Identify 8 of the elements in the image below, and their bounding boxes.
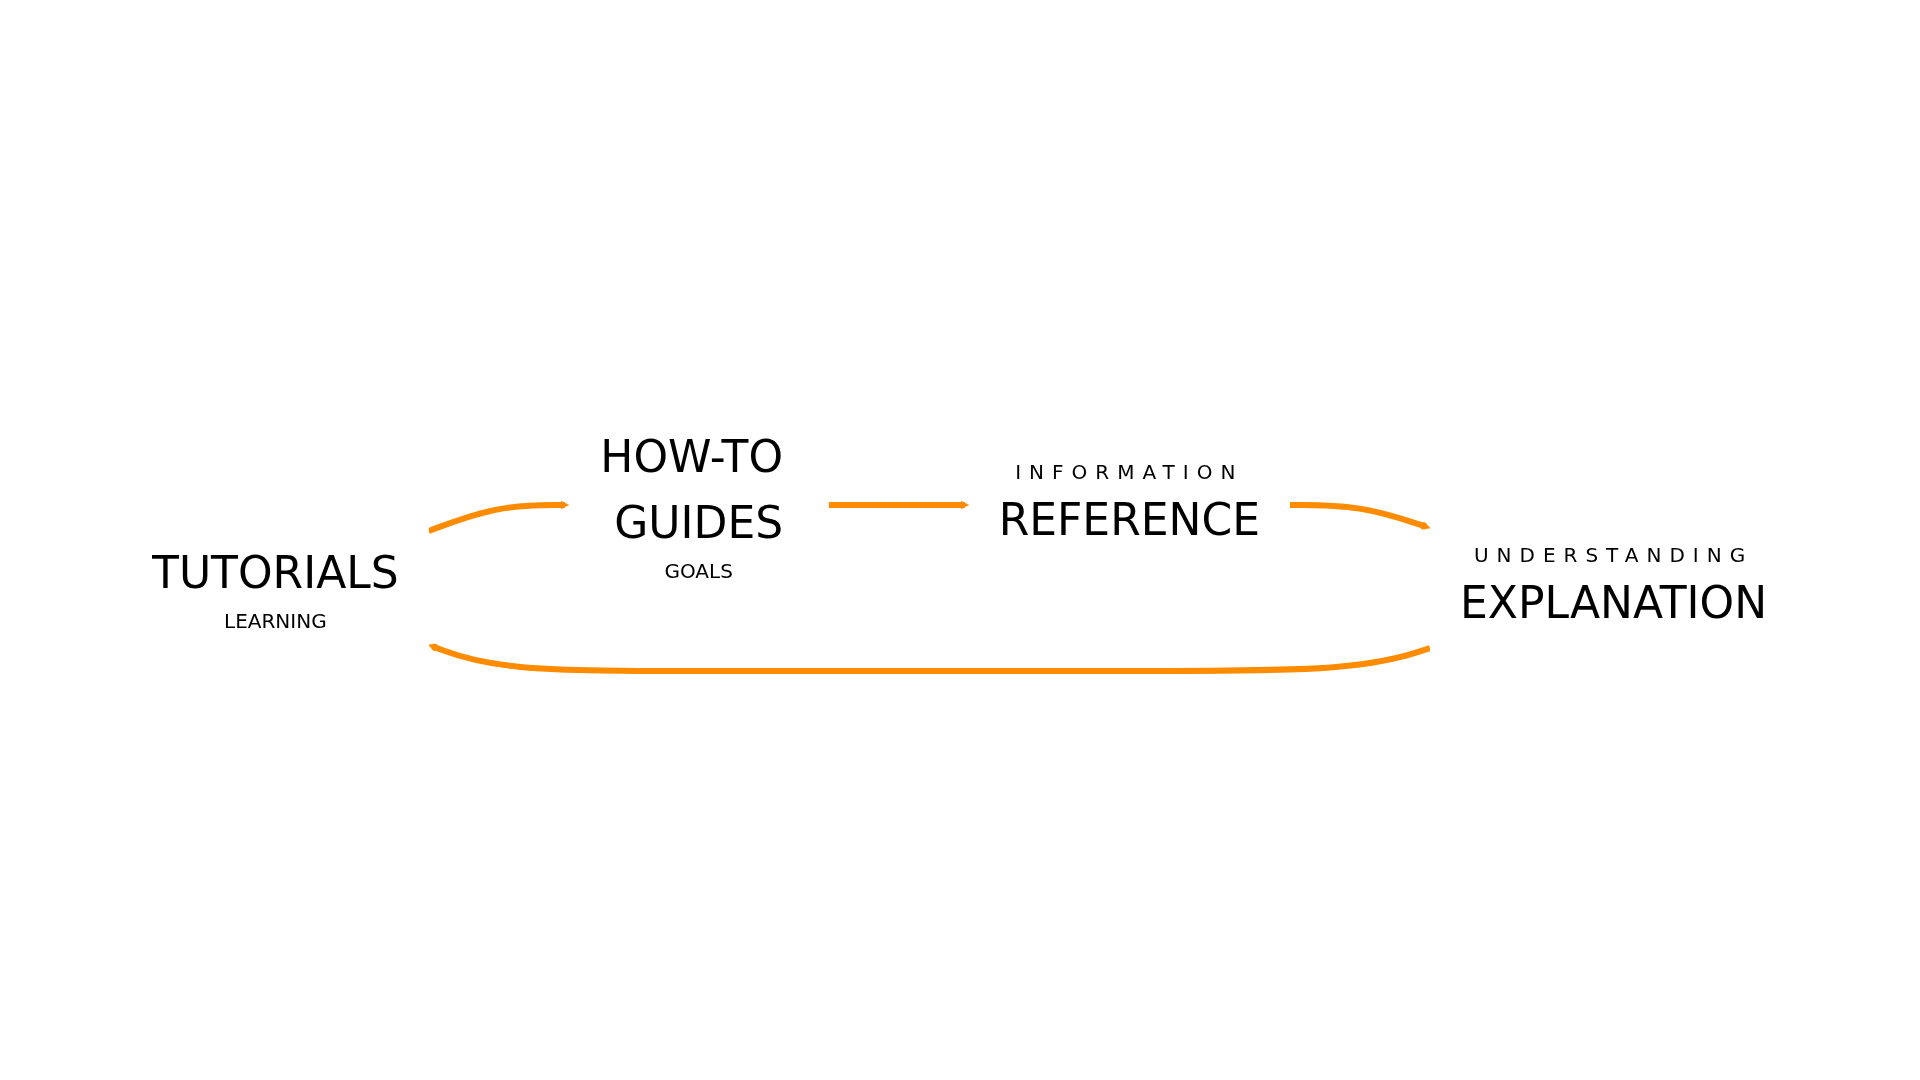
- node-text: HOW-TO GUIDES GOALS: [600, 431, 784, 583]
- node-text: TUTORIALS LEARNING: [152, 547, 400, 633]
- node-text: UNDERSTANDING EXPLANATION: [1460, 543, 1768, 628]
- arrow: [829, 500, 970, 510]
- arrow: [428, 643, 1432, 674]
- node-text: INFORMATION REFERENCE: [999, 460, 1261, 545]
- arrow: [428, 500, 570, 534]
- arrow: [1290, 502, 1431, 530]
